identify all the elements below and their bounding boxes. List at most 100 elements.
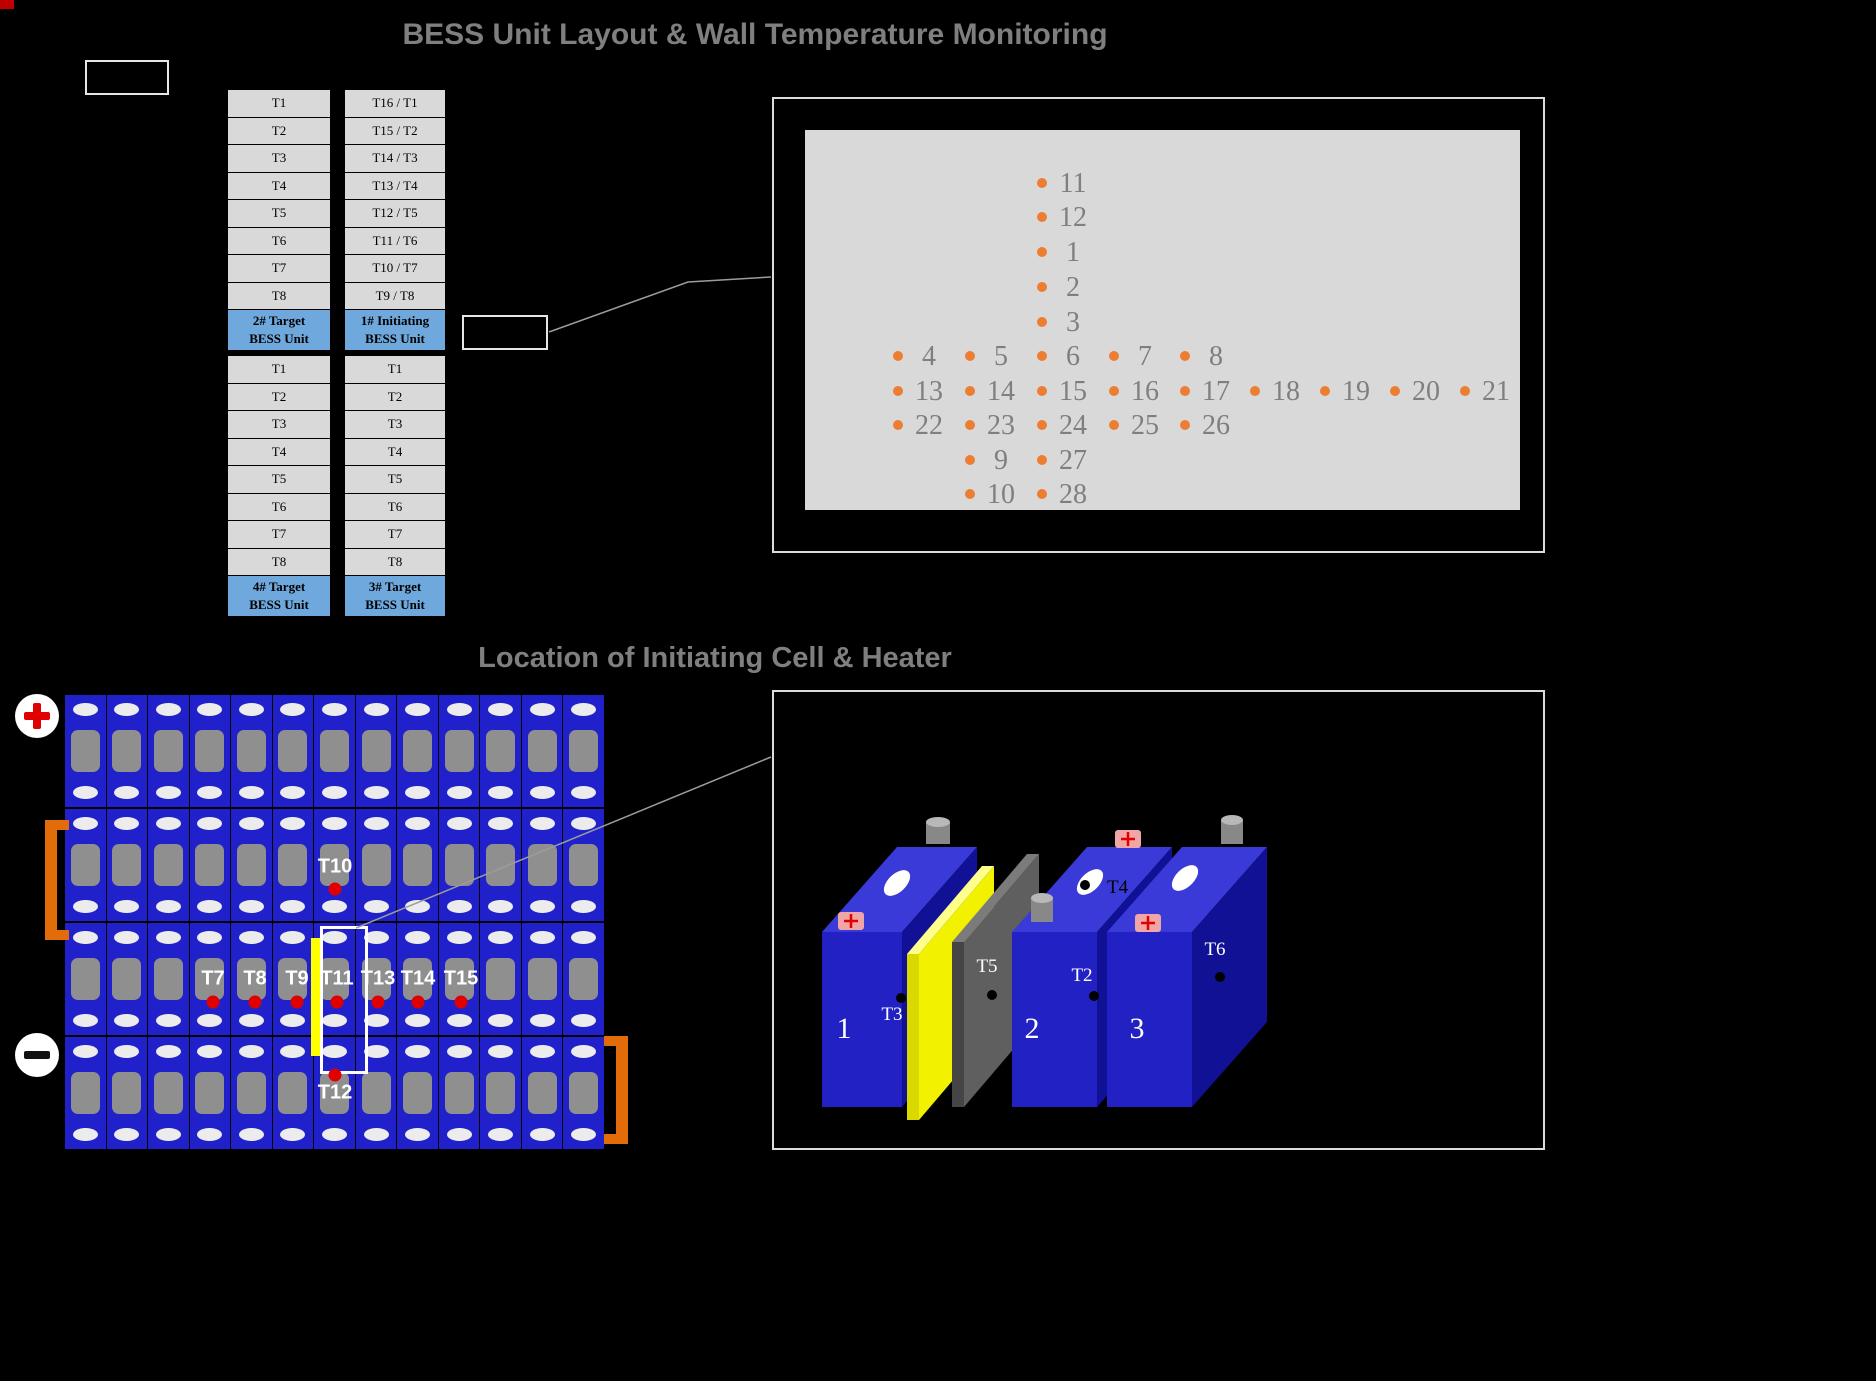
- cell-vent: [569, 958, 599, 1000]
- cell-terminal: [114, 703, 140, 716]
- point-number-label: 23: [987, 410, 1015, 441]
- point-marker-dot: [1180, 420, 1190, 430]
- busbar-left: [45, 820, 69, 940]
- cell-terminal: [238, 931, 264, 944]
- point-marker-dot: [965, 489, 975, 499]
- point-marker-dot: [893, 351, 903, 361]
- point-marker-dot: [1109, 386, 1119, 396]
- cell-terminal: [114, 1014, 140, 1027]
- pack-sensor-dot-T10: [328, 882, 342, 896]
- cell-terminal: [321, 817, 347, 830]
- point-marker-dot: [893, 420, 903, 430]
- cell-terminal: [155, 931, 181, 944]
- cell-detail-illustration: 1 T3 T5: [822, 815, 1267, 1120]
- callout-box-wall: [462, 315, 548, 350]
- sensor-label-cell: T10 / T7: [345, 255, 445, 283]
- cell-terminal: [114, 1045, 140, 1058]
- cell-terminal: [280, 703, 306, 716]
- cell-vent: [195, 1072, 225, 1114]
- battery-cell: [480, 1037, 522, 1151]
- point-number-label: 18: [1272, 376, 1300, 407]
- cell-vent: [236, 1072, 266, 1114]
- cell-terminal: [72, 703, 98, 716]
- battery-cell: [397, 1037, 439, 1151]
- heater-top-edge: [907, 866, 994, 954]
- cell-terminal: [363, 1045, 389, 1058]
- cell-terminal: [197, 900, 223, 913]
- battery-cell: [355, 1037, 398, 1151]
- battery-cell: [314, 695, 356, 809]
- cell-vent: [278, 958, 308, 1000]
- busbar-right: [604, 1036, 628, 1144]
- cell-terminal: [114, 1128, 140, 1141]
- sensor-label-cell: T6: [228, 493, 330, 521]
- point-number-label: 1: [1066, 237, 1080, 268]
- cell-terminal: [280, 1128, 306, 1141]
- bess-unit-2-header: 2# Target BESS Unit: [228, 310, 330, 350]
- cell-vent: [444, 958, 474, 1000]
- point-marker-dot: [1037, 420, 1047, 430]
- cell-vent: [70, 730, 100, 772]
- point-marker-dot: [893, 386, 903, 396]
- cell3-terminal-cylinder: [1221, 820, 1243, 844]
- cell-vent: [153, 958, 183, 1000]
- cell-terminal: [238, 1014, 264, 1027]
- cell-terminal: [488, 703, 514, 716]
- cell3-number: 3: [1130, 1012, 1145, 1045]
- battery-cell: [106, 1037, 149, 1151]
- bess-unit-1-header: 1# Initiating BESS Unit: [345, 310, 445, 350]
- battery-cell: [189, 1037, 232, 1151]
- cell-vent: [527, 958, 557, 1000]
- point-number-label: 20: [1412, 376, 1440, 407]
- cell-terminal: [321, 1045, 347, 1058]
- cell-terminal: [488, 931, 514, 944]
- pack-sensor-dot-T11: [330, 995, 344, 1009]
- sensor-label-cell: T8: [345, 548, 445, 576]
- battery-cell: [480, 923, 522, 1037]
- point-number-label: 22: [915, 410, 943, 441]
- cell-vent: [153, 844, 183, 886]
- point-marker-dot: [1037, 386, 1047, 396]
- negative-terminal-icon: [15, 1033, 59, 1077]
- battery-cell: [65, 1037, 107, 1151]
- battery-cell: [231, 809, 273, 923]
- pack-sensor-dot-T12: [328, 1068, 342, 1082]
- cell-terminal: [238, 1128, 264, 1141]
- point-number-label: 21: [1482, 376, 1510, 407]
- cell-terminal: [446, 1045, 472, 1058]
- cell-vent: [319, 730, 349, 772]
- corner-artifact: [0, 0, 14, 9]
- cell-terminal: [321, 786, 347, 799]
- point-number-label: 5: [994, 341, 1008, 372]
- point-marker-dot: [1037, 178, 1047, 188]
- cell-vent: [236, 730, 266, 772]
- sensor-label-cell: T5: [228, 466, 330, 494]
- pack-sensor-label-T9: T9: [285, 967, 309, 990]
- sensor-label-t4: T4: [1107, 877, 1129, 898]
- cell-terminal: [238, 703, 264, 716]
- heater-strip: [311, 938, 321, 1056]
- sensor-label-cell: T2: [228, 117, 330, 145]
- sensor-label-cell: T3: [345, 411, 445, 439]
- sensor-label-cell: T7: [228, 521, 330, 549]
- cell-terminal: [529, 703, 555, 716]
- cell-terminal: [363, 931, 389, 944]
- cell-terminal: [155, 1128, 181, 1141]
- cell-terminal: [114, 931, 140, 944]
- sensor-label-cell: T8: [228, 548, 330, 576]
- cell-terminal: [446, 1014, 472, 1027]
- sensor-label-cell: T1: [345, 356, 445, 384]
- sensor-dot-t6: [1215, 972, 1225, 982]
- cell3-top-oval: [1171, 865, 1199, 891]
- pack-sensor-label-T13: T13: [360, 967, 396, 990]
- separator-plate: T5: [952, 854, 1039, 1107]
- separator-face: [964, 854, 1039, 1107]
- cell-vent: [236, 844, 266, 886]
- cell1-top-oval: [883, 870, 911, 896]
- sensor-dot-t4: [1080, 880, 1090, 890]
- cell-detail-box: 1 T3 T5: [772, 690, 1545, 1150]
- battery-cell: [148, 695, 190, 809]
